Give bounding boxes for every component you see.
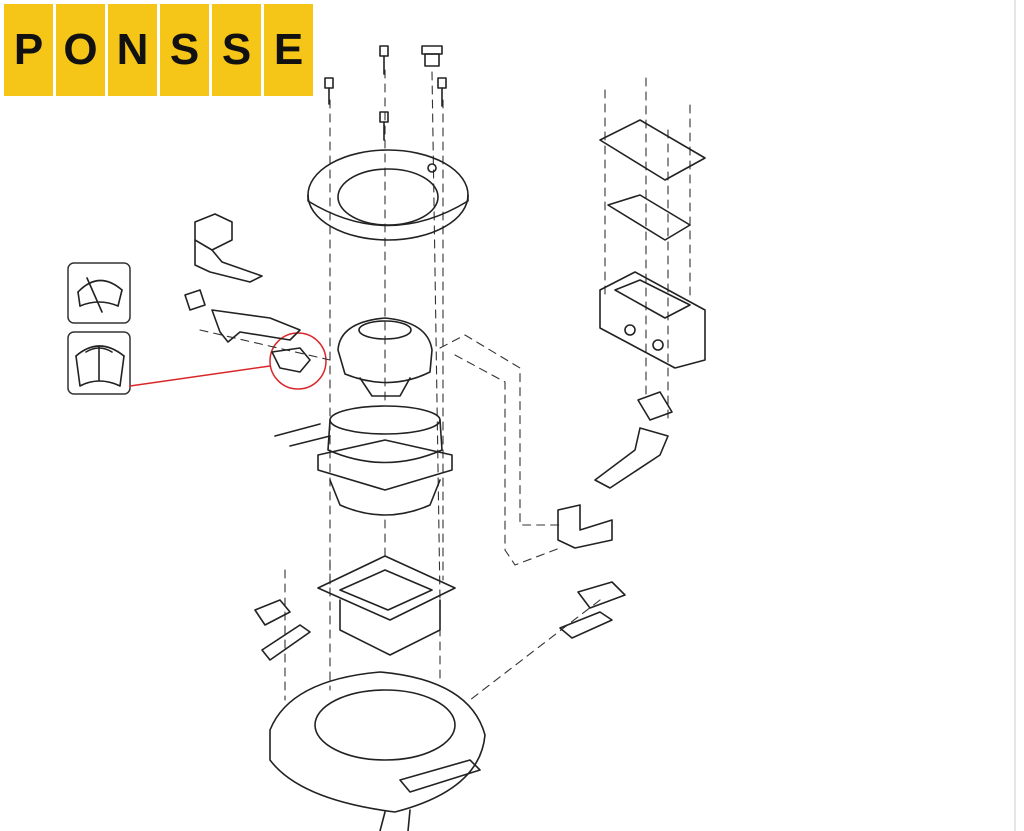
gauge-icon[interactable] xyxy=(67,262,131,324)
ponsse-logo: P O N S S E xyxy=(4,4,313,96)
logo-letter: P xyxy=(4,4,53,96)
logo-letter: O xyxy=(56,4,105,96)
logo-letter: N xyxy=(108,4,157,96)
logo-letter: S xyxy=(160,4,209,96)
logo-letter: S xyxy=(212,4,261,96)
joystick-knob xyxy=(337,317,433,397)
side-bracket xyxy=(184,213,311,373)
top-screws xyxy=(324,45,447,141)
armrest-housing xyxy=(269,671,486,831)
base-plate xyxy=(317,555,456,656)
button-module xyxy=(557,119,706,639)
small-parts-left xyxy=(254,599,311,661)
right-edge-divider xyxy=(1014,0,1016,831)
mounting-ring xyxy=(307,149,469,241)
assembly-axes xyxy=(199,69,691,701)
logo-letter: E xyxy=(264,4,313,96)
dual-gauge-icon[interactable] xyxy=(67,331,131,395)
joystick-base xyxy=(274,405,453,516)
